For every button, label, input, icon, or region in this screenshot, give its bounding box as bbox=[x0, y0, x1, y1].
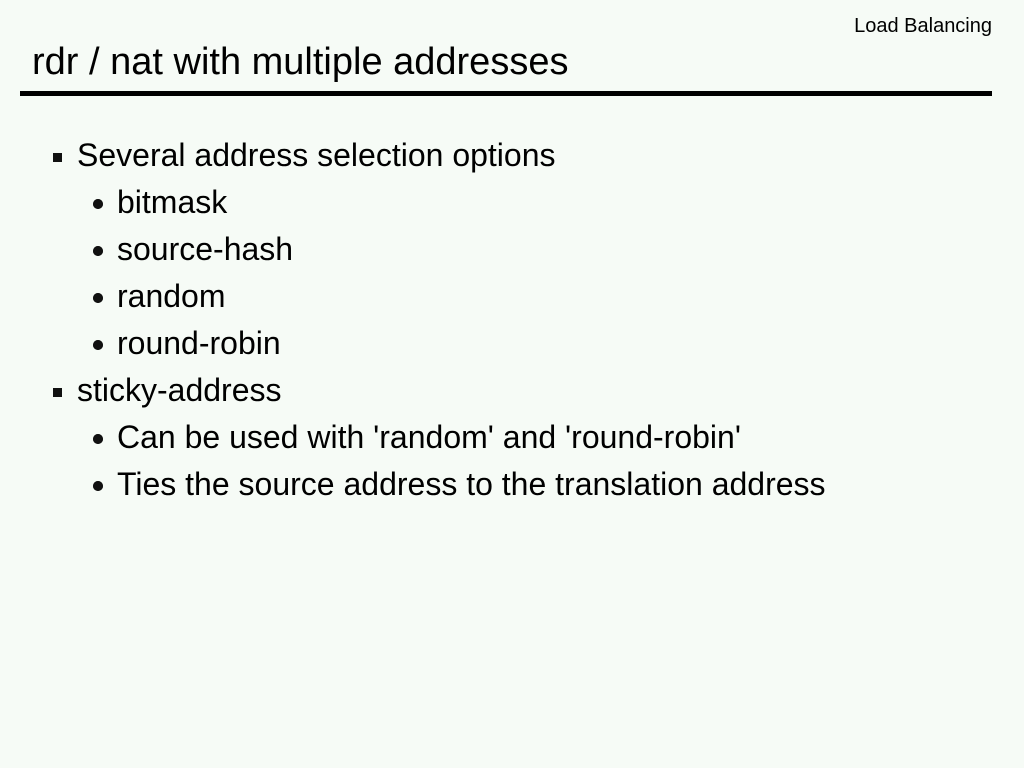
bullet-item-address-selection: Several address selection options bbox=[0, 132, 1024, 179]
sub-bullet-text: bitmask bbox=[117, 184, 228, 220]
sub-bullet-item: Can be used with 'random' and 'round-rob… bbox=[0, 414, 1024, 461]
dot-bullet-icon bbox=[93, 199, 103, 209]
title-divider bbox=[20, 91, 992, 96]
sub-bullet-item: random bbox=[0, 273, 1024, 320]
sub-bullet-text: random bbox=[117, 278, 226, 314]
dot-bullet-icon bbox=[93, 340, 103, 350]
bullet-list: Several address selection options bitmas… bbox=[0, 132, 1024, 508]
bullet-text: sticky-address bbox=[77, 372, 282, 408]
sub-bullet-text: round-robin bbox=[117, 325, 281, 361]
section-label: Load Balancing bbox=[854, 15, 992, 37]
slide-title: rdr / nat with multiple addresses bbox=[32, 41, 569, 83]
bullet-item-sticky-address: sticky-address bbox=[0, 367, 1024, 414]
square-bullet-icon bbox=[53, 388, 62, 397]
sub-bullet-text: Can be used with 'random' and 'round-rob… bbox=[117, 419, 741, 455]
sub-bullet-text: source-hash bbox=[117, 231, 294, 267]
dot-bullet-icon bbox=[93, 434, 103, 444]
sub-bullet-item: source-hash bbox=[0, 226, 1024, 273]
dot-bullet-icon bbox=[93, 246, 103, 256]
sub-bullet-item: bitmask bbox=[0, 179, 1024, 226]
bullet-text: Several address selection options bbox=[77, 137, 556, 173]
square-bullet-icon bbox=[53, 153, 62, 162]
sub-bullet-item: round-robin bbox=[0, 320, 1024, 367]
sub-bullet-item: Ties the source address to the translati… bbox=[0, 461, 1024, 508]
dot-bullet-icon bbox=[93, 293, 103, 303]
dot-bullet-icon bbox=[93, 481, 103, 491]
sub-bullet-text: Ties the source address to the translati… bbox=[117, 466, 826, 502]
